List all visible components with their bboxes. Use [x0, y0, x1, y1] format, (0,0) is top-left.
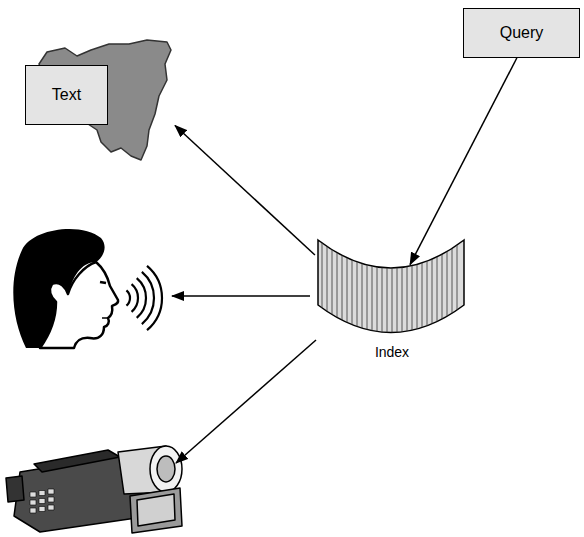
- sound-wave: [126, 290, 130, 305]
- camera-button: [48, 489, 54, 494]
- camera-button: [39, 491, 45, 496]
- index-store: Index: [310, 236, 474, 366]
- camera-button: [39, 499, 45, 504]
- sound-wave: [142, 272, 154, 324]
- speaking-head: [13, 229, 162, 348]
- sound-wave: [132, 284, 138, 312]
- camcorder: [6, 446, 182, 533]
- camera-button: [30, 508, 36, 513]
- arrow-connector: [410, 58, 517, 265]
- camera-button: [39, 507, 45, 512]
- sound-wave: [147, 266, 162, 330]
- query-box: Query: [463, 8, 580, 58]
- camera-button: [48, 497, 54, 502]
- text-region: Text: [25, 38, 175, 163]
- sound-wave: [137, 278, 146, 318]
- camera-button: [30, 492, 36, 497]
- node-label: Query: [500, 24, 544, 42]
- label-box: Text: [25, 65, 108, 125]
- arrow-line: [172, 295, 310, 297]
- camera-button: [30, 500, 36, 505]
- node-label: Text: [52, 86, 81, 104]
- arrow-connector: [175, 126, 315, 255]
- arrow-line: [176, 340, 316, 463]
- camera-button: [48, 505, 54, 510]
- node-label: Index: [310, 344, 474, 360]
